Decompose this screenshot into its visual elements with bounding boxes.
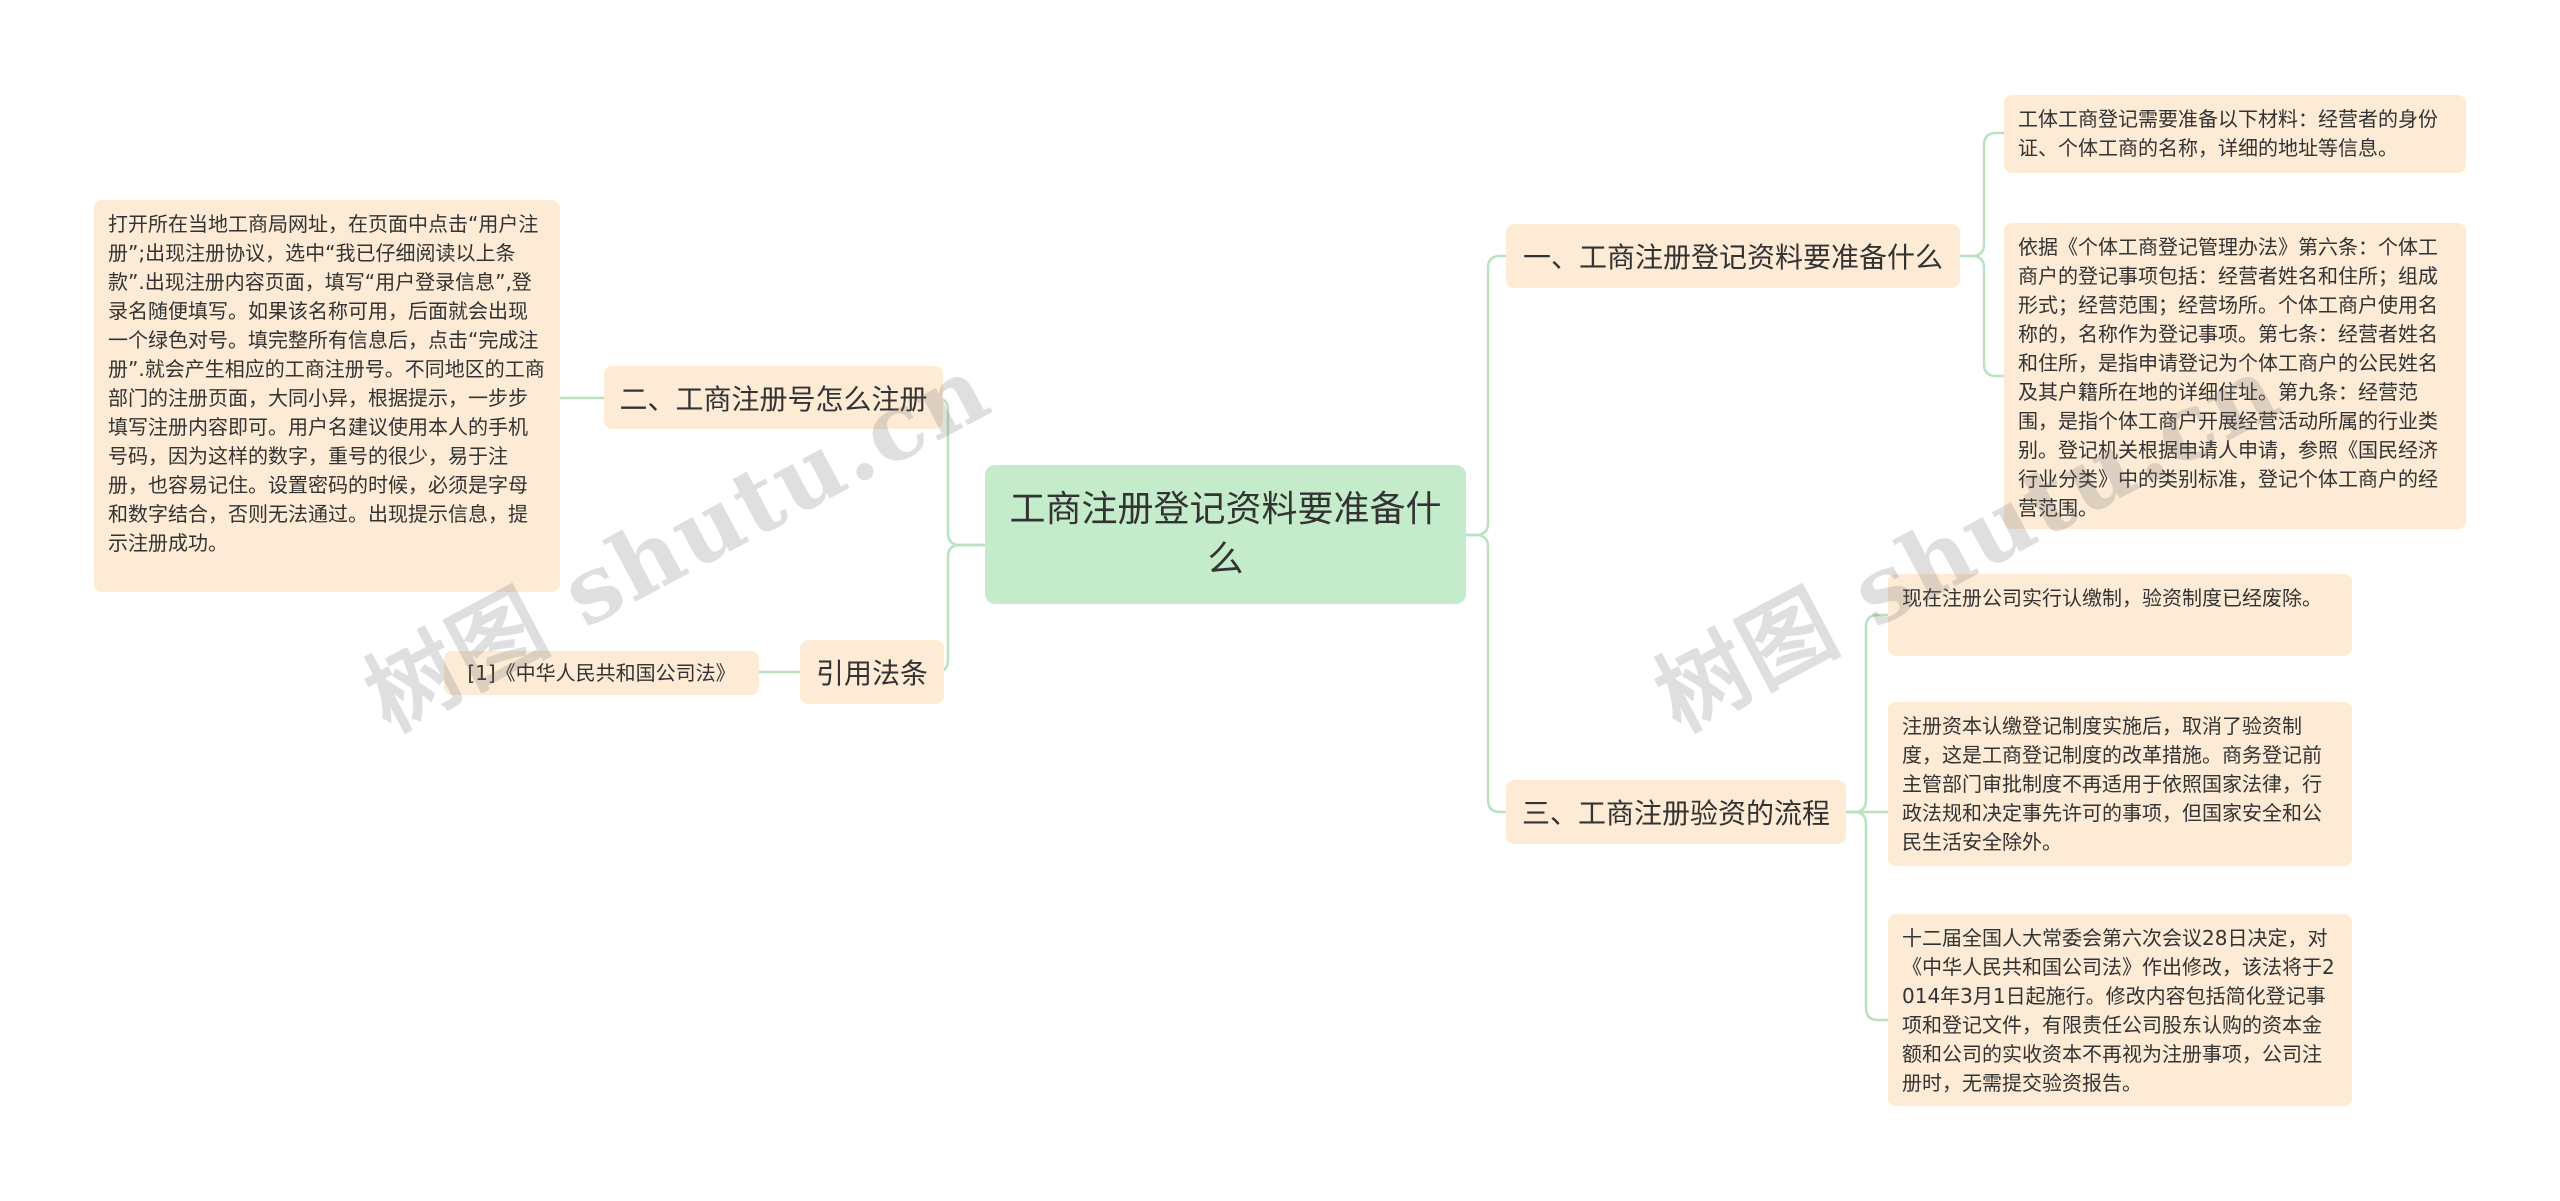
branch-registration-number[interactable]: 二、工商注册号怎么注册 — [604, 366, 943, 429]
link-b3-leaf1 — [1846, 613, 1888, 814]
leaf-subscription-system-text: 现在注册公司实行认缴制，验资制度已经废除。 — [1902, 586, 2322, 610]
branch-required-materials-label: 一、工商注册登记资料要准备什么 — [1522, 241, 1943, 274]
leaf-registration-steps-text: 打开所在当地工商局网址，在页面中点击“用户注册”;出现注册协议，选中“我已仔细阅… — [108, 212, 545, 555]
branch-capital-verification[interactable]: 三、工商注册验资的流程 — [1506, 780, 1846, 844]
branch-cited-law-label: 引用法条 — [815, 657, 928, 690]
link-root-b1 — [1466, 254, 1506, 537]
branch-registration-number-label: 二、工商注册号怎么注册 — [619, 382, 928, 416]
leaf-company-law-citation: [1]《中华人民共和国公司法》 — [444, 651, 759, 695]
branch-required-materials[interactable]: 一、工商注册登记资料要准备什么 — [1506, 224, 1960, 288]
leaf-materials-list-text: 工体工商登记需要准备以下材料：经营者的身份证、个体工商的名称，详细的地址等信息。 — [2018, 107, 2438, 160]
leaf-company-law-amendment-text: 十二届全国人大常委会第六次会议28日决定，对《中华人民共和国公司法》作出修改，该… — [1902, 926, 2335, 1095]
leaf-company-law-citation-text: [1]《中华人民共和国公司法》 — [467, 660, 736, 685]
link-b3-leaf3 — [1846, 810, 1888, 1022]
root-topic[interactable]: 工商注册登记资料要准备什么 — [985, 465, 1466, 604]
link-root-b3 — [1466, 533, 1506, 814]
link-root-b2 — [935, 396, 985, 547]
leaf-registration-steps: 打开所在当地工商局网址，在页面中点击“用户注册”;出现注册协议，选中“我已仔细阅… — [94, 200, 560, 592]
branch-capital-verification-label: 三、工商注册验资的流程 — [1521, 797, 1830, 830]
leaf-materials-list: 工体工商登记需要准备以下材料：经营者的身份证、个体工商的名称，详细的地址等信息。 — [2004, 95, 2466, 173]
leaf-company-law-amendment: 十二届全国人大常委会第六次会议28日决定，对《中华人民共和国公司法》作出修改，该… — [1888, 914, 2352, 1106]
leaf-registration-regulations-text: 依据《个体工商登记管理办法》第六条：个体工商户的登记事项包括：经营者姓名和住所；… — [2018, 235, 2438, 520]
leaf-registration-reform: 注册资本认缴登记制度实施后，取消了验资制度，这是工商登记制度的改革措施。商务登记… — [1888, 702, 2352, 866]
link-b1-leaf1 — [1960, 131, 2004, 258]
branch-cited-law[interactable]: 引用法条 — [800, 640, 944, 704]
link-b1-leaf2 — [1960, 254, 2004, 378]
leaf-registration-reform-text: 注册资本认缴登记制度实施后，取消了验资制度，这是工商登记制度的改革措施。商务登记… — [1902, 714, 2322, 854]
leaf-subscription-system: 现在注册公司实行认缴制，验资制度已经废除。 — [1888, 574, 2352, 656]
root-topic-label: 工商注册登记资料要准备什么 — [1009, 488, 1442, 580]
leaf-registration-regulations: 依据《个体工商登记管理办法》第六条：个体工商户的登记事项包括：经营者姓名和住所；… — [2004, 223, 2466, 529]
